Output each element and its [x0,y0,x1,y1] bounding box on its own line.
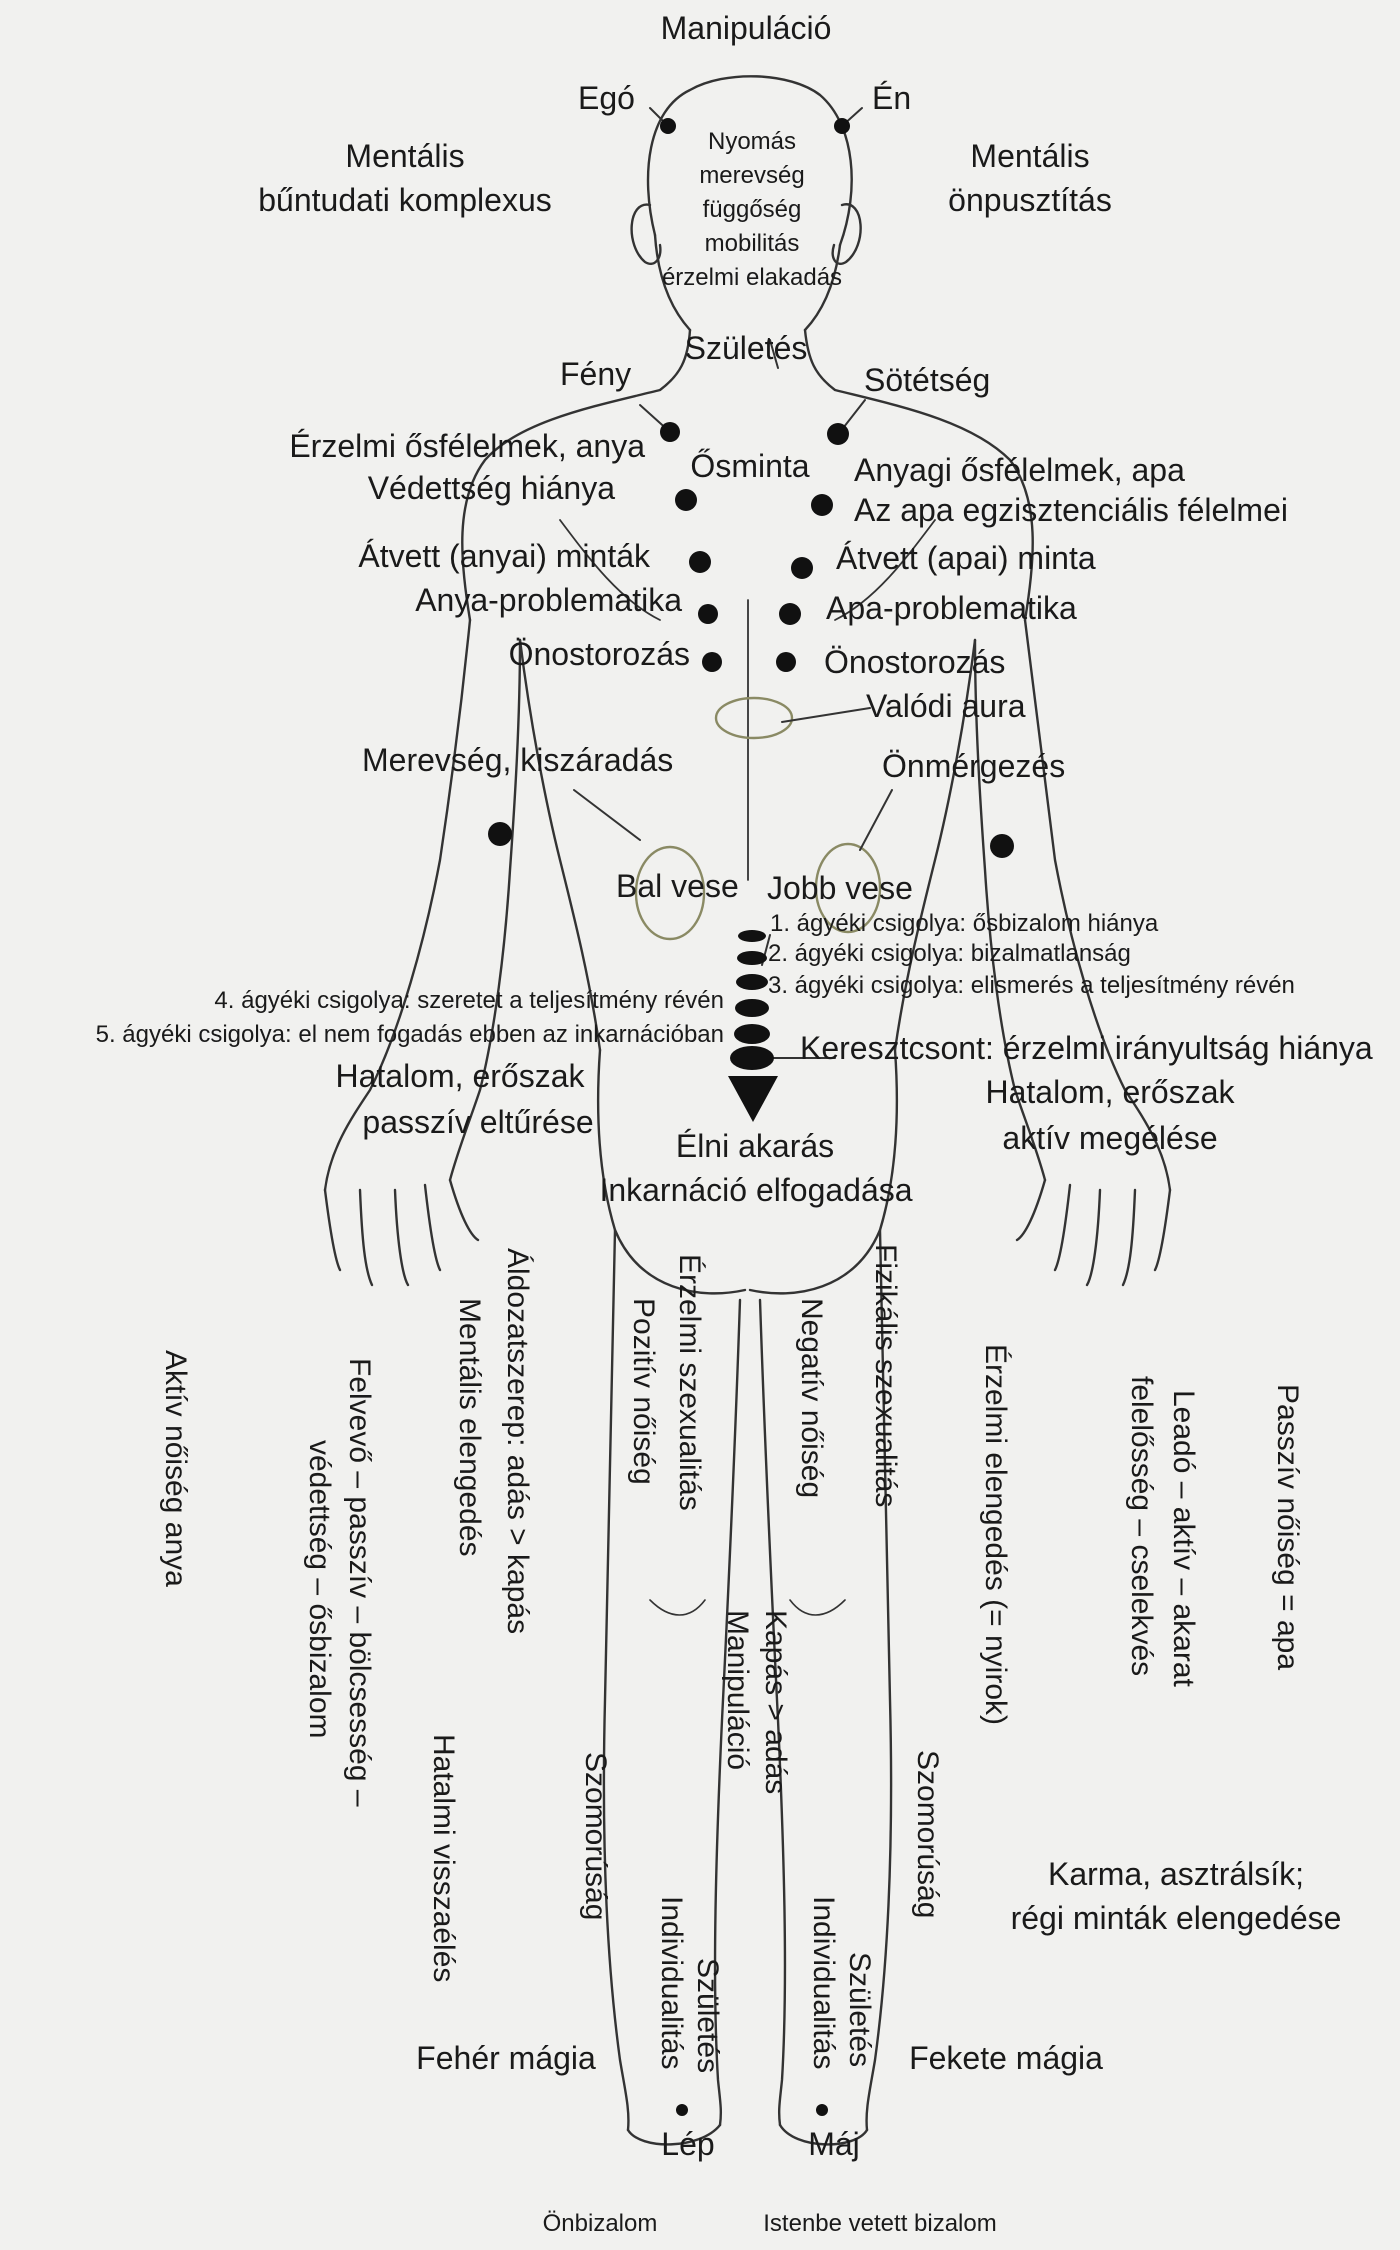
label-mentalis-left-2: bűntudati komplexus [258,182,552,218]
label-head-1: Nyomás [707,128,797,155]
label-sotetseg: Sötétség [864,362,991,398]
dot-en [834,118,850,134]
label-istenbe: Istenbe vetett bizalom [763,2210,997,2237]
label-karma-2: régi minták elengedése [1010,1900,1342,1936]
label-szuletes-left: Születés [691,1958,724,2074]
label-apa-problematika: Apa-problematika [826,590,1077,626]
label-lep: Lép [661,2126,715,2162]
label-passziv-2: passzív eltűrése [362,1104,594,1140]
label-feny: Fény [560,356,632,392]
label-fekete-magia: Fekete mágia [909,2040,1103,2076]
label-leado-2: felelősség – cselekvés [1125,1376,1158,1677]
label-mentalis-right-1: Mentális [970,138,1090,174]
label-aldozatszerep: Áldozatszerep: adás > kapás [501,1248,534,1635]
label-hatalmi: Hatalmi visszaélés [427,1734,460,1983]
label-valodi-aura: Valódi aura [866,688,1026,724]
dot-maj [816,2104,828,2116]
label-onostorozas-left: Önostorozás [508,636,690,672]
label-mentalis-elengedes: Mentális elengedés [453,1298,486,1557]
dot-apa-chest [811,494,833,516]
label-atvett-apai: Átvett (apai) minta [836,540,1096,576]
sacrum-triangle [728,1076,778,1122]
label-vertebra-4: 4. ágyéki csigolya: szeretet a teljesítm… [214,987,724,1014]
label-negativ-noiseg: Negatív nőiség [795,1298,828,1499]
label-aktiv-noiseg: Aktív nőiség anya [159,1350,192,1587]
dot-feny [660,422,680,442]
label-vertebra-3: 3. ágyéki csigolya: elismerés a teljesít… [768,972,1295,999]
label-mentalis-left-1: Mentális [345,138,465,174]
label-osfelelmek-apa: Anyagi ősfélelmek, apa [854,452,1185,488]
label-osfelelmek-anya: Érzelmi ősfélelmek, anya [289,428,645,464]
label-aktiv-2: aktív megélése [1002,1120,1218,1156]
dot-onostorozas-left [702,652,722,672]
label-merevseg: Merevség, kiszáradás [362,742,674,778]
dot-anya-problem [698,604,718,624]
label-egzisztencialis: Az apa egzisztenciális félelmei [854,492,1288,528]
label-mentalis-right-2: önpusztítás [948,182,1112,218]
label-bal-vese: Bal vese [616,868,739,904]
label-keresztcsont: Keresztcsont: érzelmi irányultság hiánya [800,1030,1373,1066]
label-ego: Egó [578,80,635,116]
label-feher-magia: Fehér mágia [416,2040,596,2076]
label-anya-problematika: Anya-problematika [415,582,682,618]
label-jobb-vese: Jobb vese [767,870,913,906]
dot-right-arm [990,834,1014,858]
label-karma-1: Karma, asztrálsík; [1047,1856,1305,1892]
label-passziv-1: Hatalom, erőszak [335,1058,585,1094]
dot-atvett-anyai [689,551,711,573]
label-manipulacio: Manipuláció [660,10,832,46]
label-vertebra-2: 2. ágyéki csigolya: bizalmatlanság [768,940,1131,967]
vertebra-1 [738,930,766,942]
vertebra-3 [736,974,768,990]
label-onbizalom: Önbizalom [542,2210,658,2237]
label-onmergezes: Önmérgezés [882,748,1066,784]
label-vertebra-5: 5. ágyéki csigolya: el nem fogadás ebben… [95,1021,724,1048]
dot-left-arm [488,822,512,846]
label-manipulacio-leg: Manipuláció [721,1610,754,1771]
label-head-4: mobilitás [704,230,800,257]
vertebra-4 [735,999,769,1017]
vertebra-2 [737,951,767,965]
label-en: Én [872,80,912,116]
dot-sotetseg [827,423,849,445]
vertebra-5 [734,1024,770,1044]
dot-ego [660,118,676,134]
label-szomorusag-right: Szomorúság [911,1750,944,1919]
label-erzelmi-szexualitas: Érzelmi szexualitás [673,1254,706,1511]
dot-anya-chest [675,489,697,511]
label-szomorusag-left: Szomorúság [579,1752,612,1921]
dot-onostorozas-right [776,652,796,672]
label-passziv-noiseg: Passzív nőiség = apa [1271,1384,1304,1671]
label-onostorozas-right: Önostorozás [824,644,1006,680]
dot-atvett-apai [791,557,813,579]
label-head-2: merevség [699,162,805,189]
dot-lep [676,2104,688,2116]
label-osminta: Ősminta [690,448,810,484]
label-inkarnacio: Inkarnáció elfogadása [599,1172,913,1208]
label-felvevo-1: Felvevő – passzív – bölcsesség – [343,1358,376,1807]
label-leado-1: Leadó – aktív – akarat [1167,1390,1200,1687]
dot-apa-problem [779,603,801,625]
label-felvevo-2: védettség – ősbizalom [303,1440,336,1739]
label-szuletes-right: Születés [843,1952,876,2068]
label-maj: Máj [808,2126,860,2162]
vertebra-sacrum-top [730,1046,774,1070]
label-individualitas-right: Individualitás [807,1896,840,2070]
label-individualitas-left: Individualitás [655,1896,688,2070]
label-szuletes-neck: Születés [684,330,808,366]
label-fizikalis: Fizikális szexualitás [869,1244,902,1508]
label-kapas: Kapás > adás [759,1610,792,1795]
label-elni-akaras: Élni akarás [675,1128,835,1164]
label-atvett-anyai: Átvett (anyai) minták [358,538,650,574]
label-head-3: függőség [702,196,802,223]
label-vedettseg-hianya: Védettség hiánya [367,470,615,506]
label-aktiv-1: Hatalom, erőszak [985,1074,1235,1110]
label-head-5: érzelmi elakadás [661,264,843,291]
label-erzelmi-elengedes: Érzelmi elengedés (= nyirok) [979,1344,1012,1725]
label-vertebra-1: 1. ágyéki csigolya: ősbizalom hiánya [770,910,1159,937]
label-pozitiv-noiseg: Pozitív nőiség [627,1298,660,1485]
